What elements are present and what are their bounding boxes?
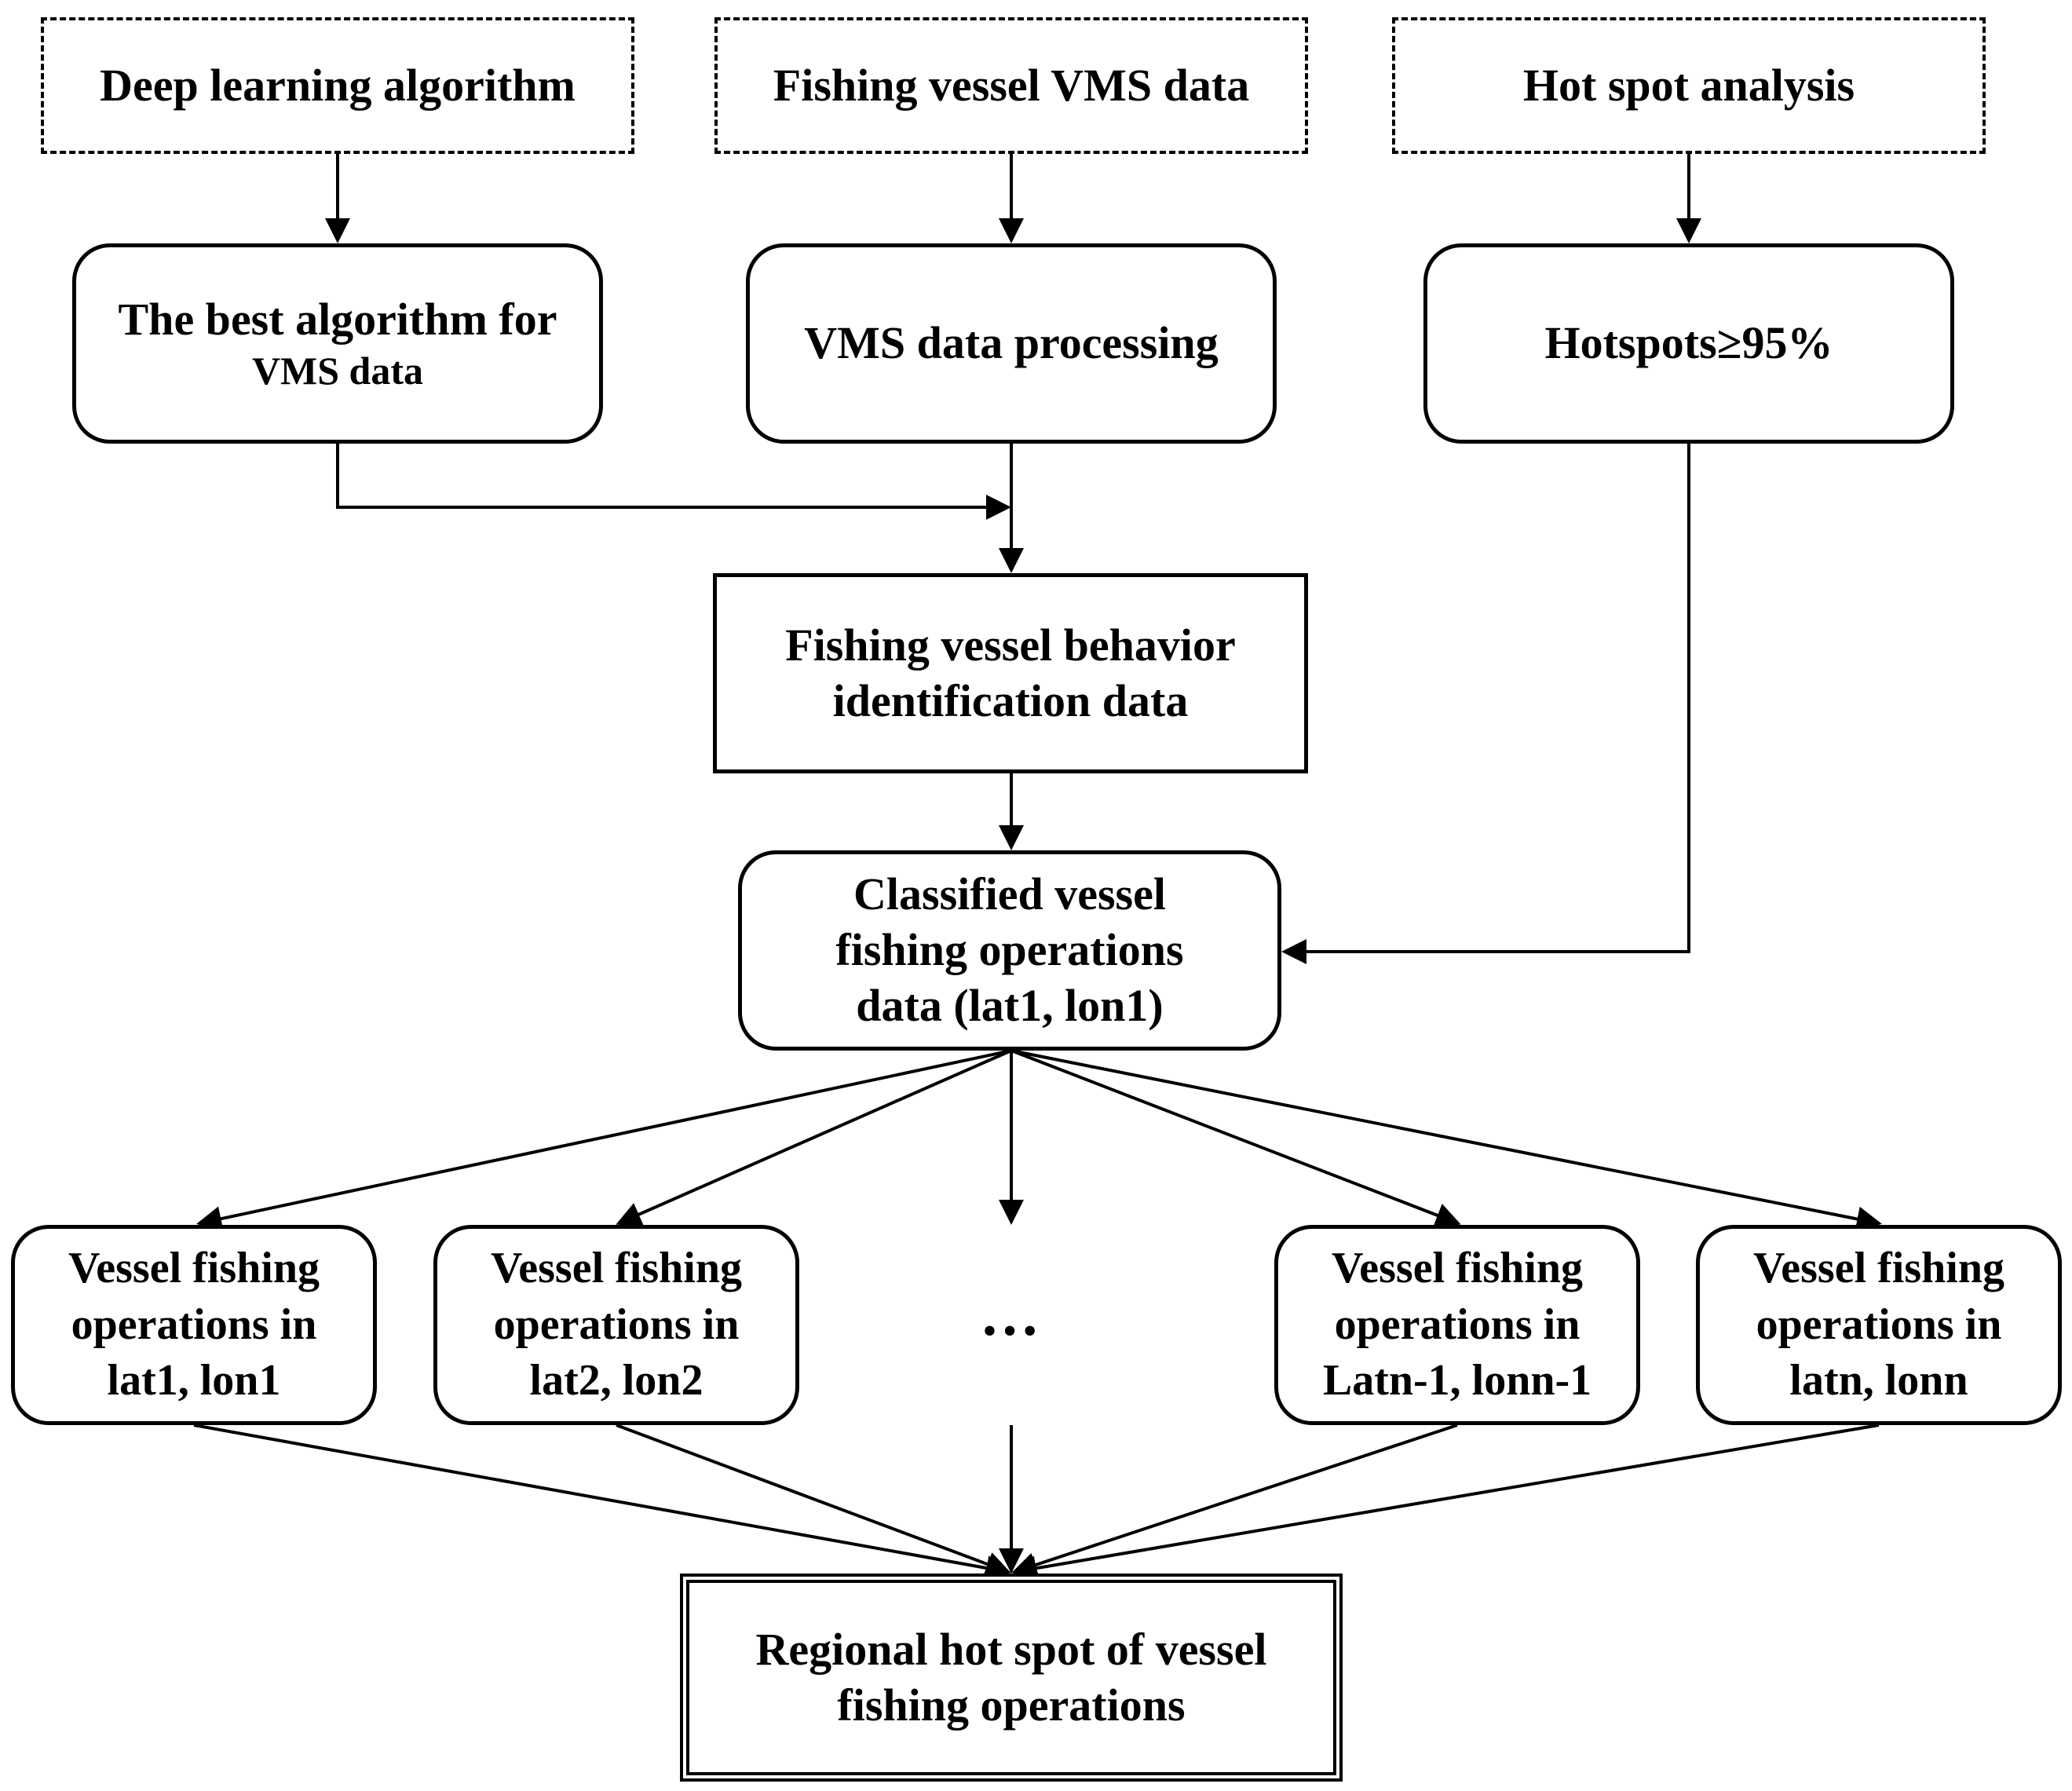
- location-box-1: Vessel fishing operations in lat1, lon1: [11, 1225, 377, 1425]
- arrow-classified-to-loc1: [196, 1049, 1012, 1231]
- behavior-line-2: identification data: [832, 674, 1189, 726]
- behavior-identification-box: Fishing vessel behavior identification d…: [713, 573, 1308, 773]
- arrow-loc5-to-result: [1011, 1424, 1880, 1581]
- input-deep-learning-label: Deep learning algorithm: [100, 59, 576, 111]
- arrow-classified-to-loc4: [1010, 1049, 1461, 1227]
- location-box-2: Vessel fishing operations in lat2, lon2: [433, 1225, 799, 1425]
- location-box-n: Vessel fishing operations in latn, lonn: [1696, 1225, 2062, 1425]
- location-2-line-1: Vessel fishing: [490, 1243, 742, 1292]
- location-n-minus-1-line-2: operations in: [1334, 1299, 1580, 1349]
- classified-operations-box: Classified vessel fishing operations dat…: [738, 850, 1281, 1051]
- best-algorithm-line-1: The best algorithm for: [118, 293, 557, 345]
- ellipsis-label: …: [980, 1281, 1040, 1348]
- behavior-line-1: Fishing vessel behavior: [785, 619, 1236, 671]
- arrow-hotspots-to-classified: [1281, 444, 1690, 964]
- location-1-line-3: lat1, lon1: [107, 1356, 281, 1405]
- best-algorithm-line-2: VMS data: [251, 349, 424, 393]
- arrow-loc4-to-result: [1011, 1424, 1458, 1577]
- location-1-line-1: Vessel fishing: [68, 1243, 320, 1292]
- location-box-n-minus-1: Vessel fishing operations in Latn-1, lon…: [1274, 1225, 1640, 1425]
- ellipsis-placeholder: …: [931, 1272, 1088, 1358]
- vms-processing-box: VMS data processing: [746, 243, 1277, 444]
- classified-line-2: fishing operations: [835, 924, 1184, 976]
- input-vms-data-label: Fishing vessel VMS data: [773, 59, 1250, 111]
- arrow-classified-to-loc5: [1010, 1049, 1882, 1232]
- result-line-1: Regional hot spot of vessel: [755, 1623, 1267, 1675]
- location-n-minus-1-line-1: Vessel fishing: [1331, 1243, 1583, 1292]
- arrow-loc1-to-result: [193, 1424, 1011, 1581]
- arrow-loc2-to-result: [616, 1424, 1011, 1577]
- best-algorithm-box: The best algorithm for VMS data: [72, 243, 603, 444]
- input-vms-data-box: Fishing vessel VMS data: [714, 17, 1308, 154]
- input-hot-spot-box: Hot spot analysis: [1392, 17, 1986, 154]
- hotspots-threshold-label: Hotspots≥95%: [1544, 317, 1833, 369]
- location-n-line-1: Vessel fishing: [1752, 1243, 2004, 1292]
- regional-hot-spot-box: Regional hot spot of vessel fishing oper…: [680, 1574, 1343, 1782]
- input-deep-learning-box: Deep learning algorithm: [41, 17, 634, 154]
- location-n-minus-1-line-3: Latn-1, lonn-1: [1322, 1356, 1592, 1405]
- result-line-2: fishing operations: [837, 1679, 1186, 1731]
- vms-processing-label: VMS data processing: [804, 317, 1219, 369]
- location-1-line-2: operations in: [71, 1299, 317, 1349]
- location-2-line-2: operations in: [493, 1299, 740, 1349]
- arrow-best-to-merge: [336, 444, 1011, 520]
- classified-line-3: data (lat1, lon1): [856, 979, 1164, 1031]
- location-n-line-3: latn, lonn: [1789, 1356, 1968, 1405]
- location-2-line-3: lat2, lon2: [529, 1356, 703, 1405]
- hotspots-threshold-box: Hotspots≥95%: [1423, 243, 1954, 444]
- location-n-line-2: operations in: [1756, 1299, 2002, 1349]
- classified-line-1: Classified vessel: [853, 868, 1166, 920]
- input-hot-spot-label: Hot spot analysis: [1522, 59, 1855, 111]
- arrow-classified-to-loc2: [616, 1049, 1012, 1226]
